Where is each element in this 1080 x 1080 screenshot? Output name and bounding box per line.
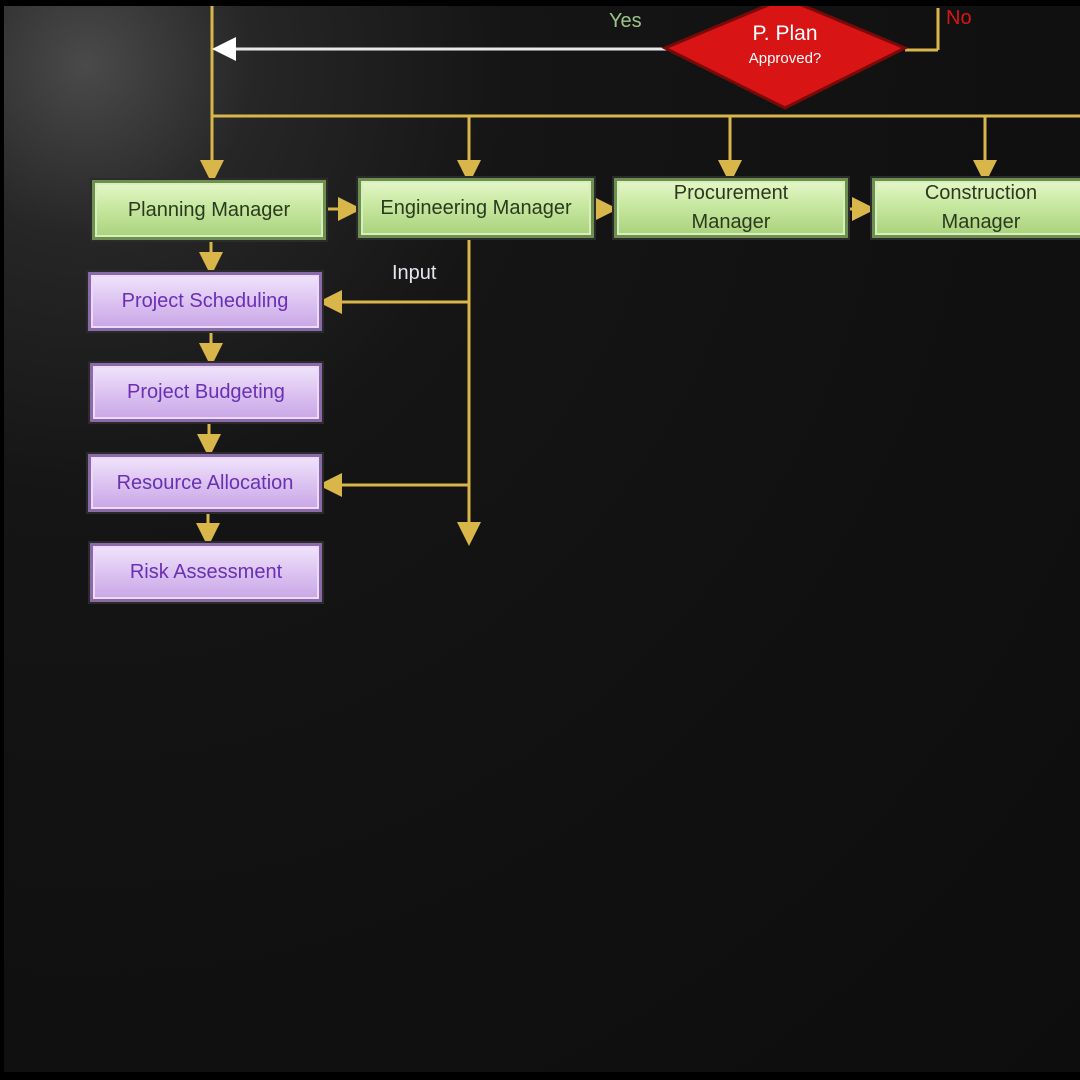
decision-subtitle: Approved? bbox=[748, 50, 822, 67]
project-budgeting-label: Project Budgeting bbox=[127, 381, 285, 403]
engineering-manager-label: Engineering Manager bbox=[380, 196, 572, 219]
decision-diamond bbox=[661, 0, 909, 110]
resource-allocation-label: Resource Allocation bbox=[116, 471, 294, 494]
no-label: No bbox=[946, 7, 972, 29]
construction-manager-label: Construction Manager bbox=[924, 182, 1038, 233]
planning-manager-box: Planning Manager bbox=[92, 180, 326, 240]
bottom-border bbox=[0, 1072, 1080, 1080]
risk-assessment-box: Risk Assessment bbox=[90, 543, 322, 602]
project-budgeting-box: Project Budgeting bbox=[90, 363, 322, 422]
engineering-manager-box: Engineering Manager bbox=[358, 178, 594, 238]
left-border bbox=[0, 0, 4, 1080]
decision-title: P. Plan bbox=[752, 22, 818, 45]
project-scheduling-box: Project Scheduling bbox=[88, 272, 322, 331]
procurement-manager-box: Procurement Manager bbox=[614, 178, 848, 238]
yes-label: Yes bbox=[609, 10, 642, 32]
project-scheduling-label: Project Scheduling bbox=[121, 290, 289, 312]
input-label: Input bbox=[392, 262, 437, 284]
planning-manager-label: Planning Manager bbox=[127, 198, 291, 221]
procurement-manager-label: Procurement Manager bbox=[673, 182, 789, 233]
risk-assessment-label: Risk Assessment bbox=[129, 561, 283, 583]
resource-allocation-box: Resource Allocation bbox=[88, 454, 322, 512]
decision-label: P. Plan Approved? bbox=[700, 22, 870, 67]
construction-manager-box: Construction Manager bbox=[872, 178, 1080, 238]
top-border bbox=[0, 0, 1080, 6]
